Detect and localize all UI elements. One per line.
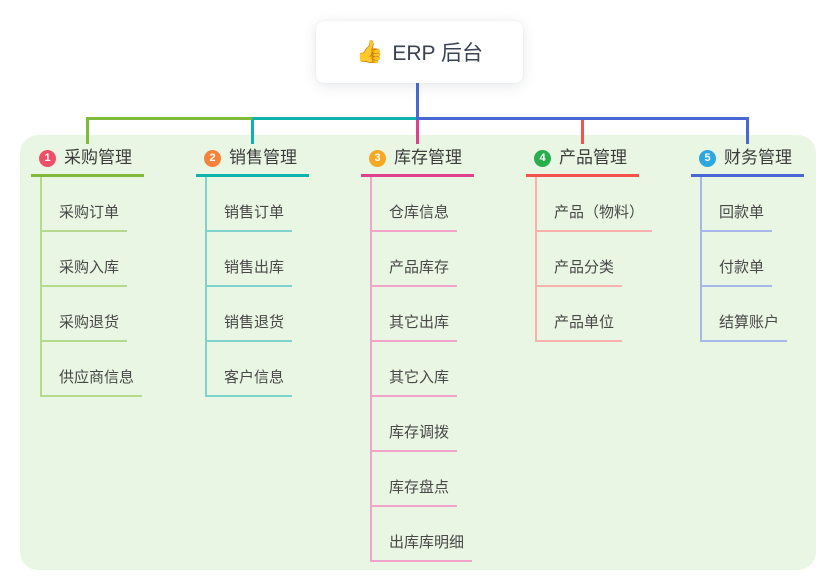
child-row: 产品分类 — [537, 232, 686, 287]
branch-drop-line — [251, 117, 254, 144]
branch-children: 采购订单采购入库采购退货供应商信息 — [40, 177, 191, 397]
branch-number-badge: 4 — [534, 149, 551, 167]
branch-5: 5 财务管理回款单付款单结算账户 — [691, 147, 839, 342]
branch-label: 采购管理 — [64, 148, 132, 167]
branch-label: 销售管理 — [229, 148, 297, 167]
child-node[interactable]: 产品库存 — [372, 258, 458, 287]
child-row: 采购订单 — [42, 177, 191, 232]
branch-number-badge: 1 — [39, 149, 56, 167]
child-node[interactable]: 客户信息 — [207, 368, 293, 397]
branch-number-badge: 2 — [204, 149, 221, 167]
branch-header[interactable]: 4 产品管理 — [526, 147, 639, 177]
child-row: 客户信息 — [207, 342, 356, 397]
child-node[interactable]: 库存调拨 — [372, 423, 458, 452]
child-node[interactable]: 付款单 — [702, 258, 773, 287]
child-node[interactable]: 采购入库 — [42, 258, 128, 287]
child-row: 结算账户 — [702, 287, 839, 342]
child-row: 库存调拨 — [372, 397, 521, 452]
child-node[interactable]: 其它出库 — [372, 313, 458, 342]
child-row: 供应商信息 — [42, 342, 191, 397]
thumbs-up-icon: 👍 — [355, 39, 384, 64]
child-node[interactable]: 销售退货 — [207, 313, 293, 342]
child-node[interactable]: 库存盘点 — [372, 478, 458, 507]
branch-header[interactable]: 5 财务管理 — [691, 147, 804, 177]
branch-label: 库存管理 — [394, 148, 462, 167]
child-row: 其它出库 — [372, 287, 521, 342]
branch-drop-line — [746, 117, 749, 144]
connector-bus-mid — [252, 117, 419, 120]
branch-header[interactable]: 3 库存管理 — [361, 147, 474, 177]
child-row: 其它入库 — [372, 342, 521, 397]
branch-label: 产品管理 — [559, 148, 627, 167]
branch-label: 财务管理 — [724, 148, 792, 167]
branch-header[interactable]: 1 采购管理 — [31, 147, 144, 177]
branch-2: 2 销售管理销售订单销售出库销售退货客户信息 — [196, 147, 356, 397]
root-node[interactable]: 👍 ERP 后台 — [316, 21, 523, 83]
branch-children: 回款单付款单结算账户 — [700, 177, 839, 342]
child-row: 产品库存 — [372, 232, 521, 287]
child-node[interactable]: 销售订单 — [207, 203, 293, 232]
branch-3: 3 库存管理仓库信息产品库存其它出库其它入库库存调拨库存盘点出库库明细 — [361, 147, 521, 562]
child-row: 销售退货 — [207, 287, 356, 342]
child-node[interactable]: 采购退货 — [42, 313, 128, 342]
root-node-label: ERP 后台 — [392, 42, 484, 65]
child-row: 销售出库 — [207, 232, 356, 287]
root-trunk-line — [416, 83, 419, 117]
branches-panel — [20, 135, 816, 570]
child-row: 仓库信息 — [372, 177, 521, 232]
connector-bus-left — [87, 117, 252, 120]
branch-drop-line — [416, 117, 419, 144]
connector-bus-right — [416, 117, 749, 120]
branch-header[interactable]: 2 销售管理 — [196, 147, 309, 177]
child-row: 产品（物料） — [537, 177, 686, 232]
branch-4: 4 产品管理产品（物料） 产品分类产品单位 — [526, 147, 686, 342]
child-node[interactable]: 产品（物料） — [537, 203, 653, 232]
child-row: 销售订单 — [207, 177, 356, 232]
child-node[interactable]: 供应商信息 — [42, 368, 143, 397]
branch-children: 产品（物料） 产品分类产品单位 — [535, 177, 686, 342]
branch-number-badge: 3 — [369, 149, 386, 167]
child-node[interactable]: 结算账户 — [702, 313, 788, 342]
branch-children: 销售订单销售出库销售退货客户信息 — [205, 177, 356, 397]
child-row: 产品单位 — [537, 287, 686, 342]
branch-1: 1 采购管理采购订单采购入库采购退货供应商信息 — [31, 147, 191, 397]
child-row: 出库库明细 — [372, 507, 521, 562]
branch-drop-line — [86, 117, 89, 144]
child-row: 付款单 — [702, 232, 839, 287]
branch-number-badge: 5 — [699, 149, 716, 167]
child-row: 库存盘点 — [372, 452, 521, 507]
child-node[interactable]: 仓库信息 — [372, 203, 458, 232]
child-node[interactable]: 采购订单 — [42, 203, 128, 232]
child-node[interactable]: 产品单位 — [537, 313, 623, 342]
child-node[interactable]: 回款单 — [702, 203, 773, 232]
child-row: 回款单 — [702, 177, 839, 232]
child-node[interactable]: 产品分类 — [537, 258, 623, 287]
child-node[interactable]: 其它入库 — [372, 368, 458, 397]
child-node[interactable]: 销售出库 — [207, 258, 293, 287]
branch-children: 仓库信息产品库存其它出库其它入库库存调拨库存盘点出库库明细 — [370, 177, 521, 562]
child-node[interactable]: 出库库明细 — [372, 533, 473, 562]
branch-drop-line — [581, 117, 584, 144]
child-row: 采购入库 — [42, 232, 191, 287]
child-row: 采购退货 — [42, 287, 191, 342]
